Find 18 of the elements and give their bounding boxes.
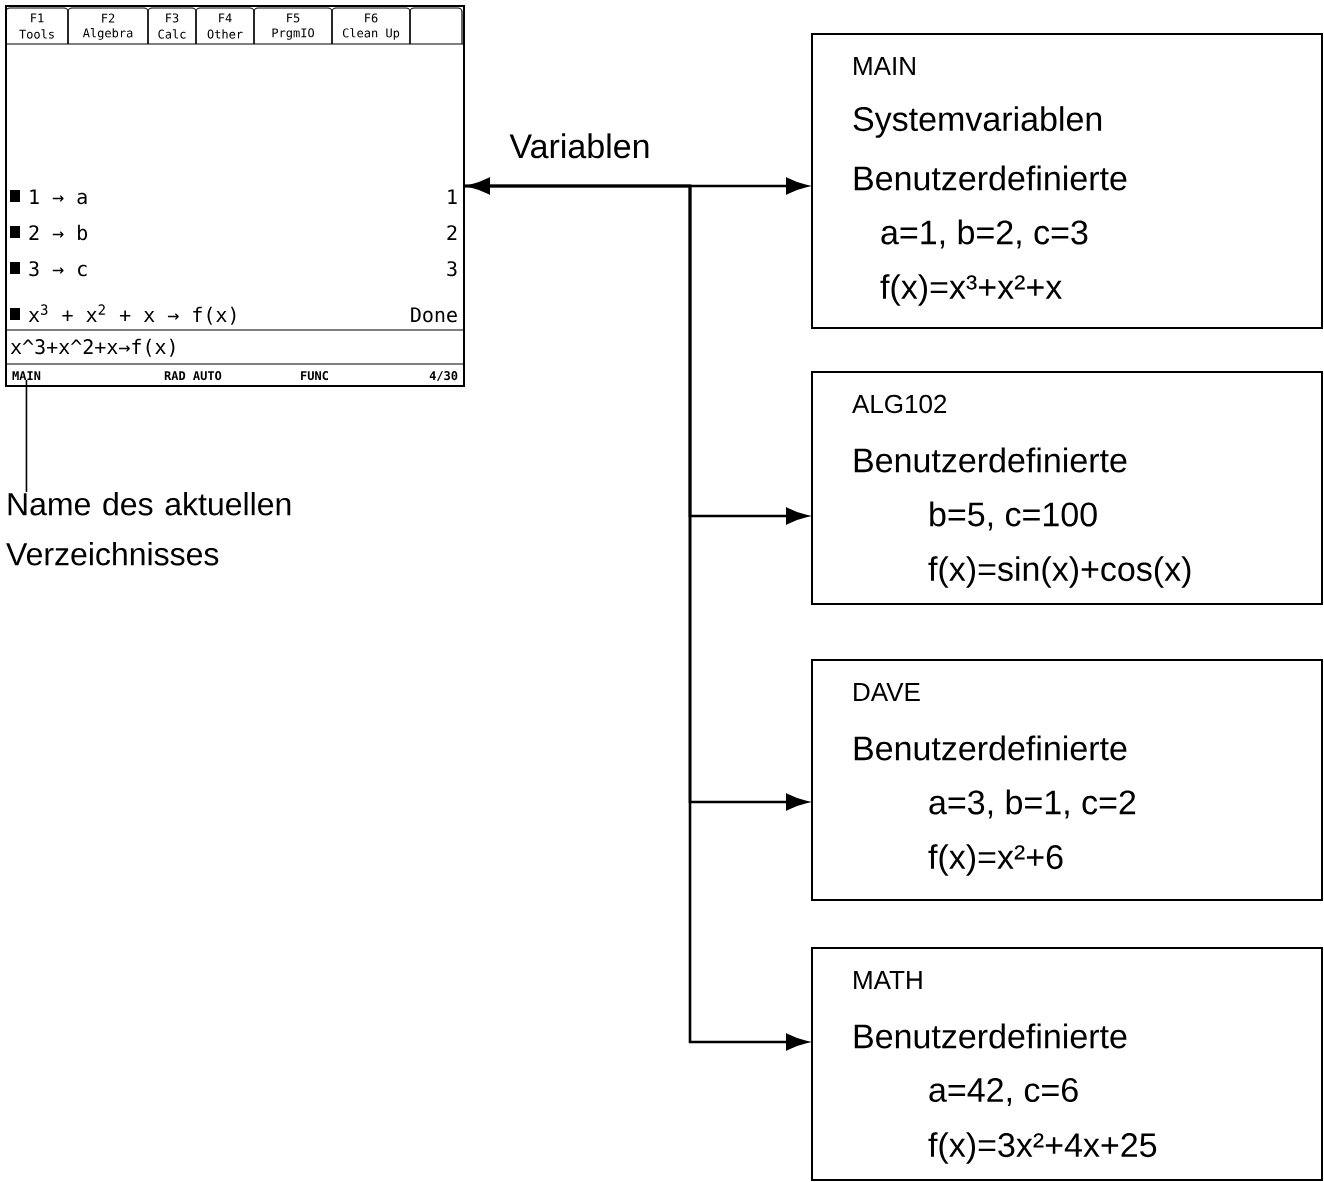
screen-result: Done [411, 307, 457, 323]
arrow [468, 177, 808, 195]
screen-entry: 1 → a [30, 189, 87, 205]
screen-entry: x$^{3}$ + x$^{2}$ + x → f(x) [28, 304, 236, 325]
screen-result: 3 [447, 261, 457, 277]
directory-box: ALG102 Benutzerdefinierte b=5, c=100 f(x)=sin(x)+cos(x) [811, 371, 1323, 605]
directory-box: MATH Benutzerdefinierte a=42, c=6 f(x)=3x²+4x+25 [811, 947, 1323, 1181]
leader-line [25, 379, 28, 493]
screen-result: 1 [448, 189, 457, 204]
screen-entry: 2 → b [29, 224, 87, 241]
screen-result: 2 [447, 225, 457, 240]
screen-entry: 3 → c [29, 261, 87, 277]
edge-label: Variablen [509, 133, 649, 159]
directory-box: DAVE Benutzerdefinierte a=3, b=1, c=2 f(x)=x²+6 [811, 659, 1323, 901]
directory-box: MAIN Systemvariablen Benutzerdefinierte a=1, b=2, c=3 f(x)=x³+x²+x [811, 33, 1323, 329]
arrow [464, 184, 808, 1051]
entry-line: x^3+x^2+x→f(x) [10, 338, 175, 357]
caption-text: Name des aktuellen Verzeichnisses [6, 492, 291, 566]
